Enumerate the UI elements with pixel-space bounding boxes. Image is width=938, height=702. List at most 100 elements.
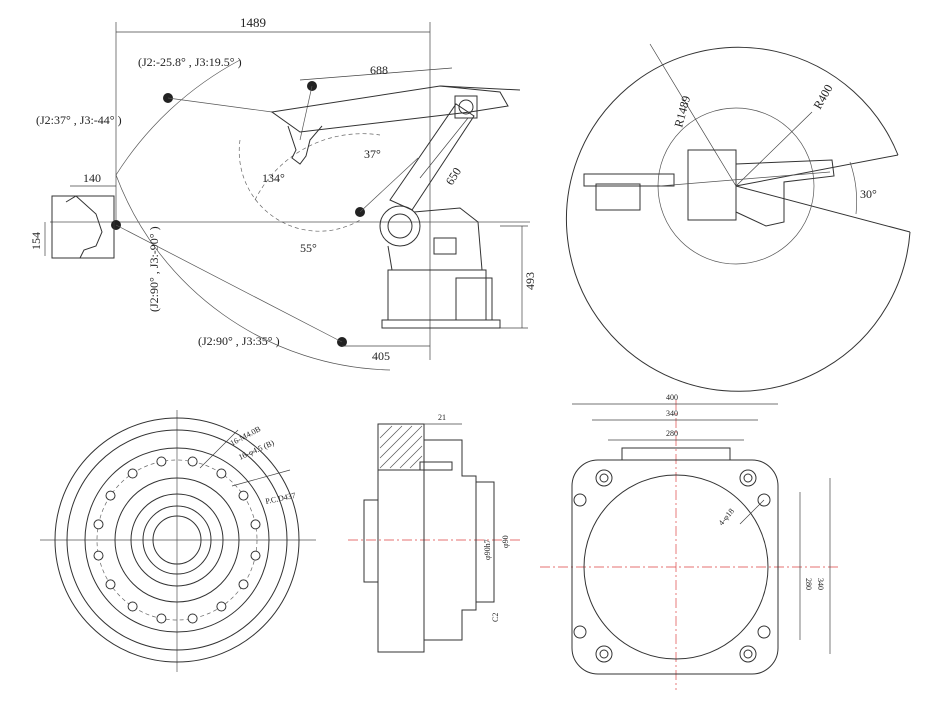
section-spigot [475,481,495,603]
dim-reach: 1489 [240,15,266,30]
flange-bore-outer [142,505,212,575]
robot-top-view: R1489 R400 30° [566,43,911,392]
dim-width-inner: 280 [666,429,678,438]
section-hatching [379,425,423,469]
flange-bolt-hole [250,519,261,530]
section-screw [419,461,453,471]
plan-arm [735,159,835,227]
note-holes: 4-φ18 [717,507,736,528]
plan-arm-rail [583,173,675,187]
dim-width-mid: 340 [666,409,678,418]
pose-bottom-label: (J2:90° , J3:35° ) [198,334,280,348]
flange-bolt-hole [238,579,249,590]
j3-angle-arc [254,133,381,201]
flange-pcd-circle [96,459,258,621]
section-body [377,470,425,653]
flange-section-view: 21 φ90h7 φ90 C2 [348,413,520,653]
flange-bolt-hole [216,468,227,479]
workspace-upper-arc [115,59,241,176]
dim-offset: 140 [83,171,101,185]
flange-bolt-hole [105,579,116,590]
pose-line-left [167,97,273,113]
flange-bolt-hole [105,490,116,501]
base-motor [455,277,493,321]
gap-edge-lower [735,185,911,233]
flange-bolt-hole [187,456,198,467]
flange-outer-ring [54,417,300,663]
dim-bore-a: φ90h7 [483,539,492,560]
hole-leader-a [199,429,239,469]
motor-label-box [433,237,457,255]
section-left-boss [363,499,379,583]
arm-tool-head [287,125,323,165]
flange-bore [152,515,202,565]
plan-base-housing [687,149,737,221]
plate-hole-tr-inner [743,473,753,483]
arm-dim-line [299,67,453,81]
inner-radius-line [735,111,813,187]
flange-bolt-holes [93,456,261,624]
elbow-joint-box [454,95,478,119]
dim-height-outer: 340 [816,578,825,590]
flange-bolt-hole [127,601,138,612]
arm-tip [439,85,521,91]
pose-left-label: (J2:37° , J3:-44° ) [36,113,122,127]
dim-outer-radius: R1489 [671,94,693,129]
inner-reach-arc [238,139,361,232]
plate-hole-l1 [573,493,587,507]
dim-arm: 688 [370,63,388,77]
flange-bolt-ring [84,447,270,633]
shoulder-joint-outer [379,205,421,247]
flange-bolt-hole [93,519,104,530]
outer-reach-circle [566,46,911,392]
plate-outline [571,459,779,675]
dim-bore-b: φ90 [501,535,510,548]
flange-bolt-hole [93,550,104,561]
workspace-envelope-arc [115,174,391,371]
flange-hub-mid [130,493,224,587]
base-plate-view: 400 340 280 280 340 4-φ18 [540,393,840,690]
plate-hole-br-inner [743,649,753,659]
outer-radius-line [649,43,737,187]
angle-ref-line [359,157,419,213]
gap-angle-arc [849,161,857,215]
angle-j3: 37° [364,147,381,161]
dim-base-height: 493 [523,272,537,290]
flange-bolt-hole [187,613,198,624]
flange-bolt-hole [156,456,167,467]
hole-note-leader [739,499,765,525]
plate-center-opening [583,474,769,660]
plate-hole-tl-inner [599,473,609,483]
robot-side-view: 1489 (J2:-25.8° , J3:19.5° ) (J2:37° , J… [29,15,537,371]
pose-vertical-label: (J2:90° , J3:-90° ) [147,226,161,312]
dim-inner-radius: R400 [810,82,835,112]
dim-base-depth: 405 [372,349,390,363]
shoulder-housing [387,207,483,271]
dim-forearm: 650 [443,165,464,188]
flange-bolt-hole [216,601,227,612]
elbow-joint-circle [458,99,474,115]
flange-outer-ring-2 [66,429,288,651]
flange-front-view: 16-M4.0B 16-φ4.5 (B) P.C.D437 [40,410,316,672]
plate-hole-l2 [573,625,587,639]
flange-bolt-hole [250,550,261,561]
flange-bolt-hole [127,468,138,479]
flange-bolt-hole [156,613,167,624]
plate-hole-r2 [757,625,771,639]
dim-tool-height: 154 [29,232,43,250]
tool-profile [65,195,103,259]
pose-line-bottom [115,224,343,343]
section-hatch-block [377,423,425,471]
plan-tool [595,183,641,211]
tool-offset-box [51,195,115,259]
angle-gap: 30° [860,187,877,201]
dim-width-outer: 400 [666,393,678,402]
dim-top: 21 [438,413,446,422]
dim-chamfer: C2 [491,613,500,622]
gap-edge-upper [735,154,899,187]
pose-top-label: (J2:-25.8° , J3:19.5° ) [138,55,242,69]
flange-bolt-hole [238,490,249,501]
plate-hole-bl-inner [599,649,609,659]
base-plate [381,319,501,329]
angle-low: 55° [300,241,317,255]
